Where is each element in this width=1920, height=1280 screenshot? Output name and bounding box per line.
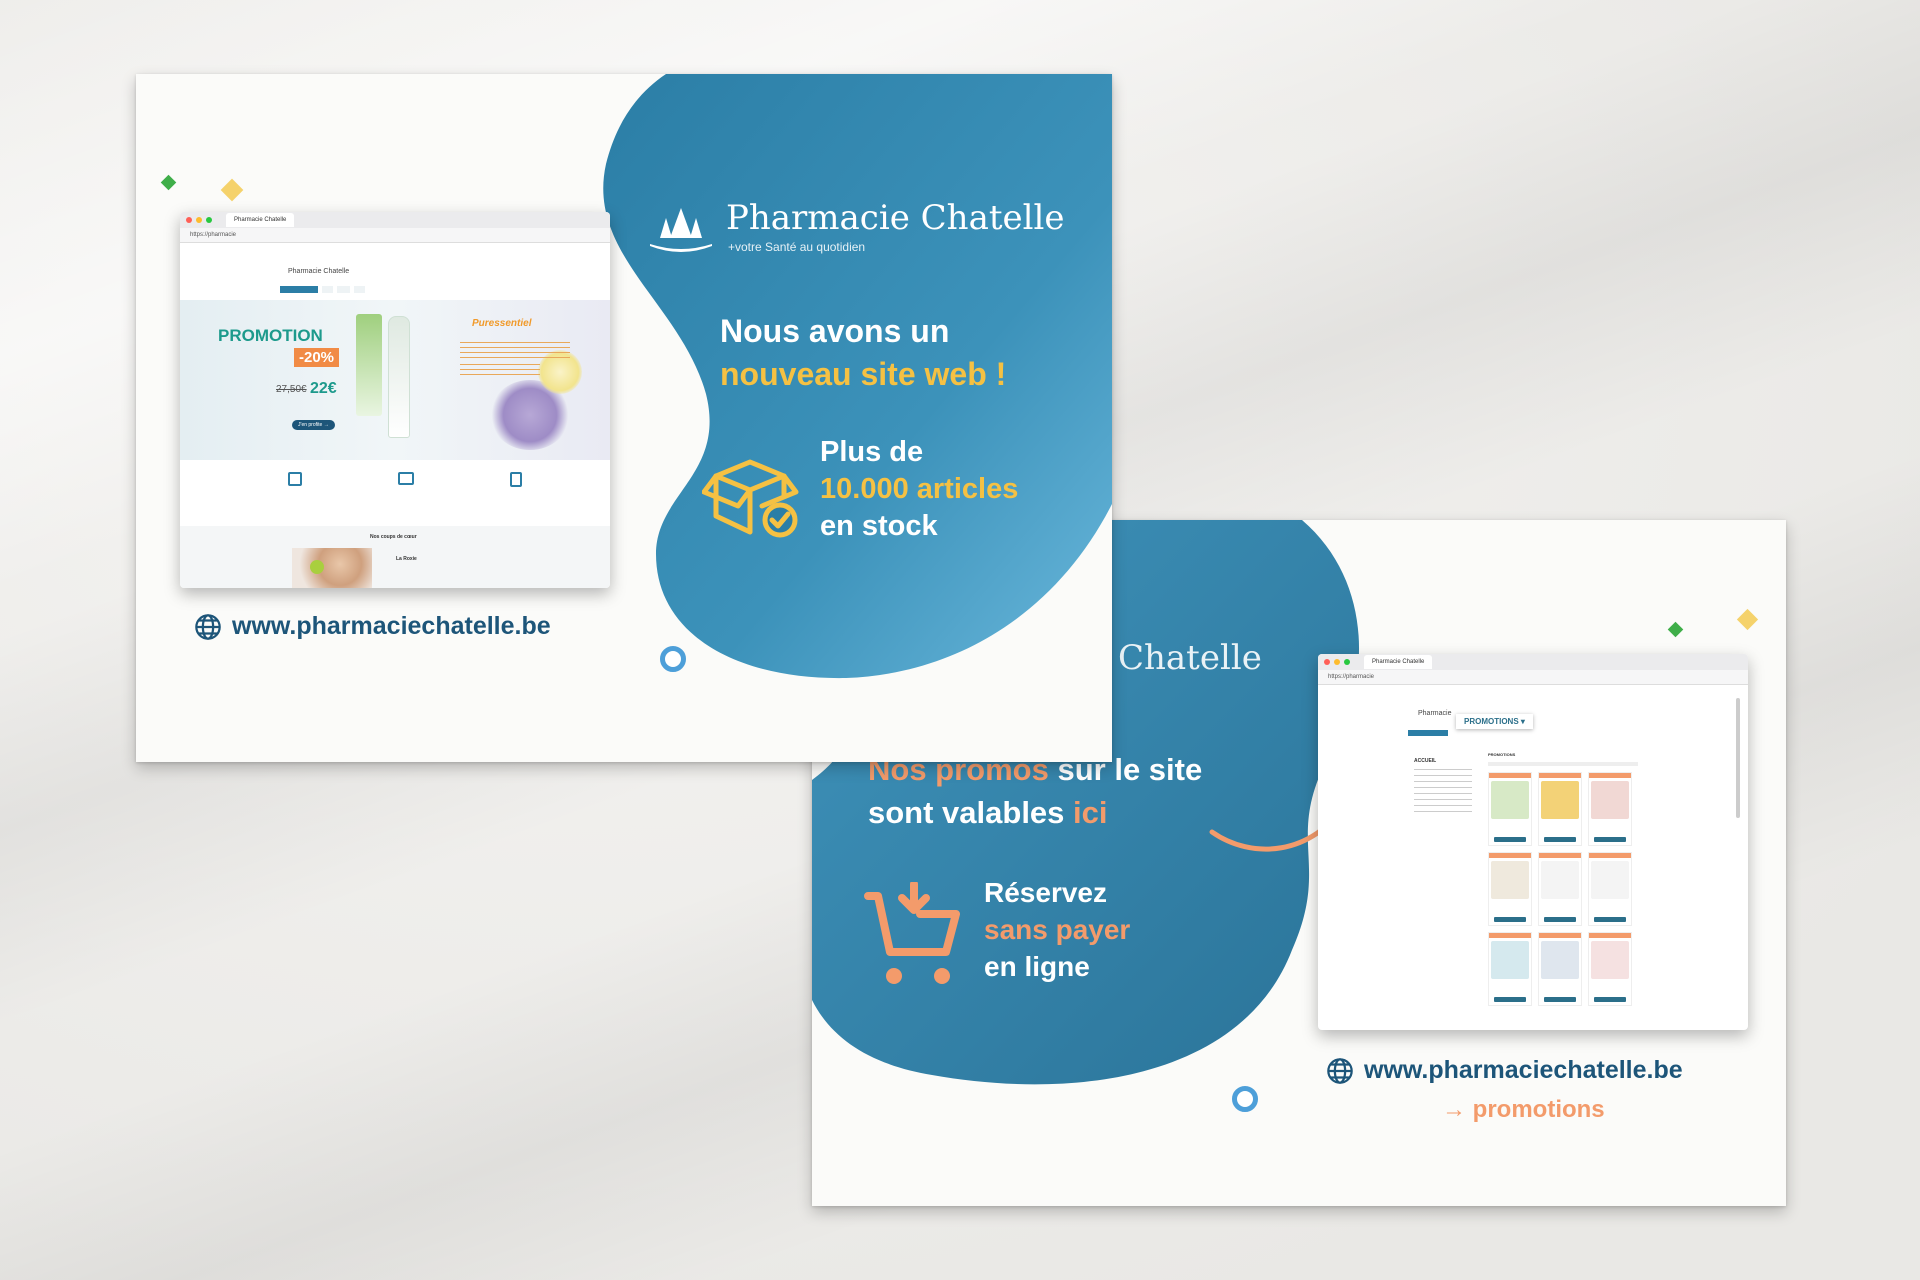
circle-decoration <box>660 646 686 672</box>
product-card <box>1488 772 1532 846</box>
minimize-dot-icon <box>1334 659 1340 665</box>
close-dot-icon <box>186 217 192 223</box>
address-bar: https://pharmacie <box>180 228 610 243</box>
globe-icon <box>1327 1057 1353 1084</box>
headline-line2: nouveau site web ! <box>720 356 1007 392</box>
website-screenshot-promotions: Pharmacie Chatelle https://pharmacie Pha… <box>1318 654 1748 1030</box>
sidebar-title: ACCUEIL <box>1414 758 1437 764</box>
filter-bar <box>1488 762 1638 766</box>
spray-bottle <box>388 316 410 438</box>
circle-decoration <box>1232 1086 1258 1112</box>
product-benefits <box>460 362 540 378</box>
maximize-dot-icon <box>206 217 212 223</box>
website-link: www.pharmaciechatelle.be <box>194 612 551 641</box>
browser-tabbar: Pharmacie Chatelle <box>1318 654 1748 670</box>
nav-bar <box>1408 730 1448 736</box>
product-card <box>1488 932 1532 1006</box>
site-nav <box>280 286 366 293</box>
address-bar: https://pharmacie <box>1318 670 1748 685</box>
stock-line3: en stock <box>820 510 938 542</box>
section-background <box>180 526 610 588</box>
stock-line1: Plus de <box>820 436 924 468</box>
website-link: www.pharmaciechatelle.be <box>1326 1056 1683 1085</box>
reserve-line1: Réservez <box>984 877 1107 908</box>
plus-icon <box>288 472 302 486</box>
cart-icon <box>864 882 960 984</box>
cucumber-slice <box>310 560 324 574</box>
scrollbar <box>1736 698 1740 818</box>
flyer-new-website: Pharmacie Chatelle +votre Santé au quoti… <box>136 74 1112 762</box>
site-title: Pharmacie <box>1418 710 1452 717</box>
tab-promotions: PROMOTIONS ▾ <box>1456 714 1533 729</box>
reserve-line3: en ligne <box>984 951 1090 982</box>
close-dot-icon <box>1324 659 1330 665</box>
box-check-icon <box>702 459 799 538</box>
product-card <box>1588 852 1632 926</box>
headline: Nous avons un nouveau site web ! <box>720 310 1006 396</box>
product-card <box>1488 852 1532 926</box>
brand-tagline: +votre Santé au quotidien <box>728 240 866 254</box>
page-title: PROMOTIONS <box>1488 752 1516 757</box>
phone-icon <box>510 472 522 487</box>
product-description <box>460 340 570 358</box>
maximize-dot-icon <box>1344 659 1350 665</box>
headline-line1: Nous avons un <box>720 313 950 349</box>
product-box <box>356 314 382 416</box>
site-title: Pharmacie Chatelle <box>288 268 350 275</box>
brand-label: Puressentiel <box>472 318 532 329</box>
promo-button: J'en profite → <box>292 420 335 430</box>
sidebar-list <box>1414 766 1472 816</box>
blue-blob <box>603 74 1112 679</box>
reserve-line2: sans payer <box>984 914 1131 945</box>
browser-tabbar: Pharmacie Chatelle <box>180 212 610 228</box>
new-price: 22€ <box>310 380 337 397</box>
url-promotions: → promotions <box>1442 1096 1605 1123</box>
brand-name: Pharmacie Chatelle <box>726 198 1065 238</box>
truck-icon <box>398 472 414 485</box>
reserve-text: Réservez sans payer en ligne <box>984 874 1130 985</box>
section-title: Nos coups de cœur <box>370 534 417 540</box>
woman-photo <box>292 548 372 588</box>
article-title: La Roxie <box>396 556 417 562</box>
promo-line2-a: sont valables <box>868 795 1065 830</box>
promo-title: PROMOTION <box>218 326 323 345</box>
globe-icon <box>195 613 221 640</box>
website-url: www.pharmaciechatelle.be <box>1364 1056 1683 1084</box>
old-price: 27,50€ <box>276 384 307 395</box>
website-url: www.pharmaciechatelle.be <box>232 612 551 640</box>
product-card <box>1588 932 1632 1006</box>
stock-text: Plus de 10.000 articles en stock <box>820 434 1018 545</box>
promo-discount: -20% <box>294 348 340 367</box>
features-row <box>260 472 560 512</box>
product-card <box>1588 772 1632 846</box>
promo-line2-b: ici <box>1073 795 1108 830</box>
pharmacy-logo-icon <box>650 208 712 252</box>
browser-tab: Pharmacie Chatelle <box>1364 655 1433 669</box>
brand-partial: Chatelle <box>1118 638 1262 678</box>
product-card <box>1538 852 1582 926</box>
browser-tab: Pharmacie Chatelle <box>226 213 295 227</box>
product-card <box>1538 772 1582 846</box>
minimize-dot-icon <box>196 217 202 223</box>
stock-line2: 10.000 articles <box>820 473 1019 505</box>
product-card <box>1538 932 1582 1006</box>
website-screenshot-home: Pharmacie Chatelle https://pharmacie Pha… <box>180 212 610 588</box>
